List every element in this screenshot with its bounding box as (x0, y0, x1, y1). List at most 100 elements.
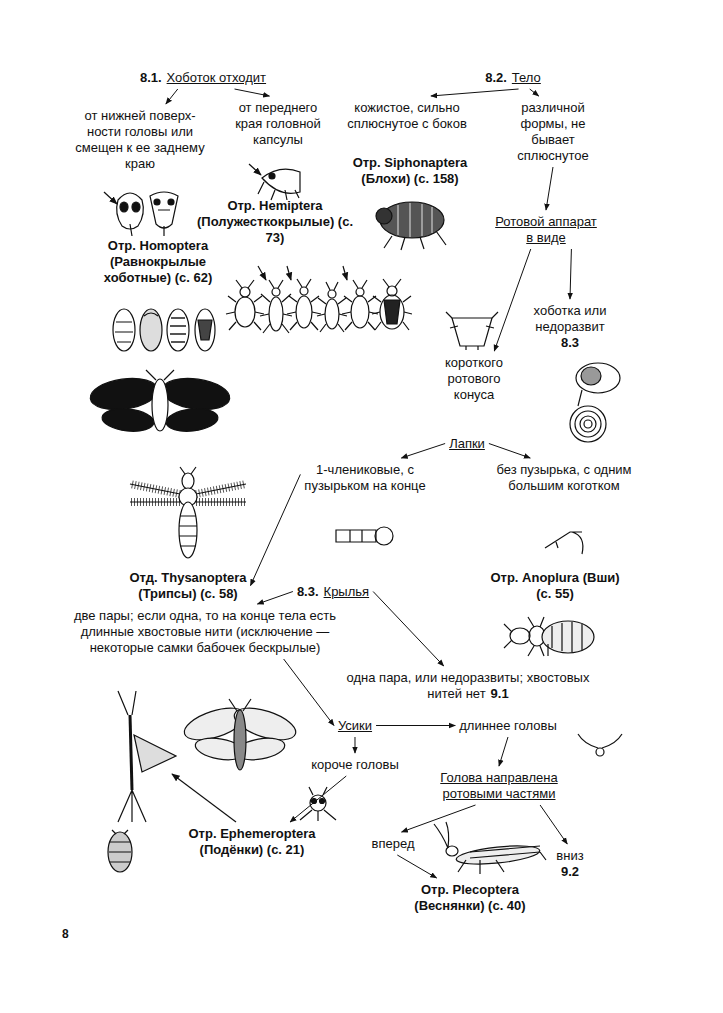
couplet-number: 8.3 (561, 335, 579, 350)
text-line: Отр. Homoptera (Равнокрылые хоботные) (с… (92, 238, 224, 286)
text-line: Усики (328, 718, 382, 734)
hemiptera-head-figure (249, 164, 300, 200)
hemiptera-bugs-figure-part (343, 266, 347, 280)
key-text: длиннее головы (459, 718, 556, 733)
hemiptera-bugs-figure (226, 266, 412, 333)
hemiptera-bugs-figure-part-part (300, 287, 308, 295)
whitefly-figure-part (160, 374, 232, 413)
homoptera-bodies-figure-part (195, 309, 215, 351)
key-choice: одна пара, или недоразвиты; хвостовых ни… (333, 670, 603, 702)
key-arrow (402, 805, 476, 832)
hemiptera-bugs-figure-part-part (240, 287, 250, 297)
mayfly-figure-part (134, 735, 176, 772)
key-text: вперед (372, 836, 415, 851)
hemiptera-bugs-figure-part-part (235, 297, 255, 327)
bladder-foot-figure-part (375, 527, 393, 545)
mayfly-figure-part (130, 715, 132, 790)
taxon-result: Отд. Thysanoptera (Трипсы) (с. 58) (116, 570, 260, 602)
key-choice: короткого ротового конуса (430, 355, 518, 403)
hemiptera-bugs-figure-part (226, 280, 264, 330)
hemiptera-head-figure-part (249, 164, 261, 175)
louse-figure-part (552, 622, 582, 652)
key-arrow (251, 474, 301, 585)
taxon-name: Отд. Thysanoptera (Трипсы) (с. 58) (129, 570, 246, 601)
key-question: Голова направлена ротовыми частями (428, 770, 570, 802)
hemiptera-bugs-figure-part-part (387, 286, 397, 296)
louse-figure-part (542, 621, 594, 653)
key-choice: длиннее головы (448, 718, 568, 734)
whitefly-figure-part (165, 406, 219, 433)
taxon-name: Отр. Plecoptera (Веснянки) (с. 40) (414, 882, 525, 913)
couplet-number: 9.1 (491, 686, 509, 701)
key-arrow (401, 444, 445, 459)
coiled-proboscis-figure-part (581, 367, 601, 385)
mouth-cone-figure-part (452, 318, 492, 346)
flea-figure-part (376, 208, 392, 224)
hemiptera-bugs-figure-part-part (287, 279, 321, 330)
key-text: 1-члениковые, с пузырьком на конце (304, 462, 425, 493)
whitefly-figure-part (101, 406, 155, 433)
taxon-result: Отр. Ephemeroptera (Подёнки) (с. 21) (176, 826, 328, 858)
text-line: вперед (363, 836, 423, 852)
hemiptera-bugs-figure-part-part (328, 290, 336, 298)
key-text: Усики (338, 718, 372, 733)
text-line: 9.2 (544, 864, 596, 880)
key-text: хоботка или недоразвит (534, 303, 607, 334)
key-arrow (373, 592, 444, 667)
key-arrow (290, 776, 346, 822)
homoptera-bodies-figure-part (198, 320, 212, 340)
homoptera-head-figure-part (130, 224, 132, 236)
coiled-proboscis-figure-part (576, 363, 620, 393)
stonefly-figure-part (446, 846, 458, 856)
hemiptera-bugs-figure-part (342, 280, 378, 330)
key-text: Лапки (449, 436, 485, 451)
stonefly-figure (434, 822, 546, 874)
mayfly-figure (108, 691, 176, 872)
bladder-foot-figure (336, 527, 393, 545)
hemiptera-bugs-figure-part-part (372, 279, 412, 330)
text-line: кожистое, сильно сплюснутое с боков (343, 100, 471, 132)
taxon-name: Отр. Homoptera (Равнокрылые хоботные) (с… (104, 238, 213, 285)
homoptera-bodies-figure-part (140, 309, 162, 351)
text-line: Отр. Anoplura (Вши) (с. 55) (483, 570, 627, 602)
whitefly-figure-part (146, 370, 174, 380)
hemiptera-bugs-figure-part-part (356, 288, 364, 296)
homoptera-head-figure-part (117, 193, 144, 229)
short-antennae-figure (300, 787, 336, 821)
key-arrow (235, 89, 270, 96)
coiled-proboscis-figure-part (570, 406, 606, 442)
text-line: различной формы, не бывает сплюснутое (506, 100, 600, 164)
hemiptera-bugs-figure-part (287, 279, 321, 330)
thrips-figure-part (179, 502, 197, 558)
text-line: 8.1.Хоботок отходит (128, 70, 278, 86)
homoptera-head-figure-part (104, 192, 117, 204)
key-choice: кожистое, сильно сплюснутое с боков (343, 100, 471, 132)
key-question: 8.2.Тело (466, 70, 560, 86)
key-choice: короче головы (298, 757, 412, 773)
key-choice: различной формы, не бывает сплюснутое (506, 100, 600, 164)
stonefly-figure-part (434, 822, 449, 848)
key-text: от нижней поверх- ности головы или смеще… (75, 108, 204, 171)
hemiptera-bugs-figure-part (317, 282, 347, 332)
mouth-cone-figure (446, 312, 498, 350)
text-line: 8.2.Тело (466, 70, 560, 86)
mayfly-figure-part (118, 691, 146, 822)
text-line: длиннее головы (448, 718, 568, 734)
text-line: вниз (544, 848, 596, 864)
hemiptera-bugs-figure-part (372, 279, 412, 330)
key-question: Ротовой аппарат в виде (490, 214, 602, 246)
key-text: Крылья (324, 584, 370, 599)
hemiptera-bugs-figure-part-part (317, 282, 347, 332)
taxon-result: Отр. Plecoptera (Веснянки) (с. 40) (401, 882, 539, 914)
hemiptera-bugs-figure-part (260, 280, 292, 333)
coiled-proboscis-figure-part (575, 411, 601, 437)
homoptera-head-figure-part (132, 202, 140, 212)
winged-insect-figure-part (229, 699, 251, 711)
text-line: 8.3.Крылья (283, 584, 383, 600)
thrips-figure-part (182, 473, 194, 489)
mouth-cone-figure-part (446, 312, 498, 350)
text-line: одна пара, или недоразвиты; хвостовых ни… (333, 670, 603, 702)
taxon-result: Отр. Hemiptera (Полужесткокрылые) (с. 73… (190, 198, 360, 246)
homoptera-bodies-figure-part (115, 322, 133, 342)
key-arrow (397, 855, 436, 878)
